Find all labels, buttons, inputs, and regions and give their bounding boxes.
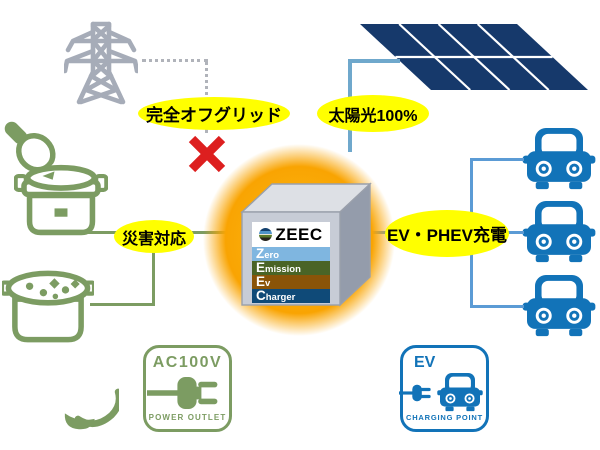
ac-outlet-box: AC100V POWER OUTLET [143, 345, 232, 432]
ev-car-icon [522, 128, 596, 190]
ev-box-caption: CHARGING POINT [405, 413, 484, 422]
ev-line-bottom-branch [470, 305, 524, 308]
solar-line-horizontal [348, 59, 400, 63]
ac-voltage-label: AC100V [152, 354, 223, 371]
ev-plug-and-car [398, 372, 483, 413]
ac-outlet-caption: POWER OUTLET [148, 413, 227, 422]
disaster-line-vertical [152, 240, 155, 306]
cooking-pot-icon [2, 270, 94, 343]
disaster-label-text: 災害対応 [121, 230, 186, 248]
crossed-out-icon [188, 135, 226, 173]
rice-cooker-icon [14, 164, 108, 236]
ev-plug-icon [398, 384, 431, 401]
zeec-header: ZEEC [252, 222, 330, 247]
disaster-line-bottom [90, 303, 155, 306]
ev-box-car-icon [436, 372, 483, 411]
offgrid-label: 完全オフグリッド [138, 97, 290, 130]
ev-charging-label-text: EV・PHEV充電 [387, 226, 507, 245]
solar-panel-icon [360, 23, 588, 91]
zeec-bar-charger: Charger [252, 289, 330, 303]
offgrid-label-text: 完全オフグリッド [146, 106, 282, 125]
transmission-tower-icon [64, 21, 138, 105]
zeec-title: ZEEC [275, 224, 323, 244]
offgrid-dotted-line-horizontal [142, 59, 208, 62]
rice-scoop-icon [4, 121, 56, 173]
solar-label: 太陽光100% [317, 95, 429, 132]
zeec-logo-icon [259, 228, 273, 241]
ev-line-top-branch [470, 158, 524, 161]
solar-label-text: 太陽光100% [328, 107, 418, 125]
ladle-icon [64, 388, 119, 430]
zeec-bar-ev: Ev [252, 275, 330, 289]
ev-charging-label: EV・PHEV充電 [385, 210, 509, 257]
power-plug-icon [146, 376, 217, 409]
ev-box-title: EV [414, 354, 436, 371]
ev-car-icon [522, 201, 596, 263]
ev-charging-box: EV CHARGING POINT [398, 345, 489, 432]
zeec-bar-zero: Zero [252, 247, 330, 261]
zeec-label-panel: ZEEC Zero Emission Ev Charger [252, 222, 330, 303]
ev-car-icon [522, 275, 596, 337]
zeec-bar-emission: Emission [252, 261, 330, 275]
disaster-label: 災害対応 [114, 220, 194, 253]
